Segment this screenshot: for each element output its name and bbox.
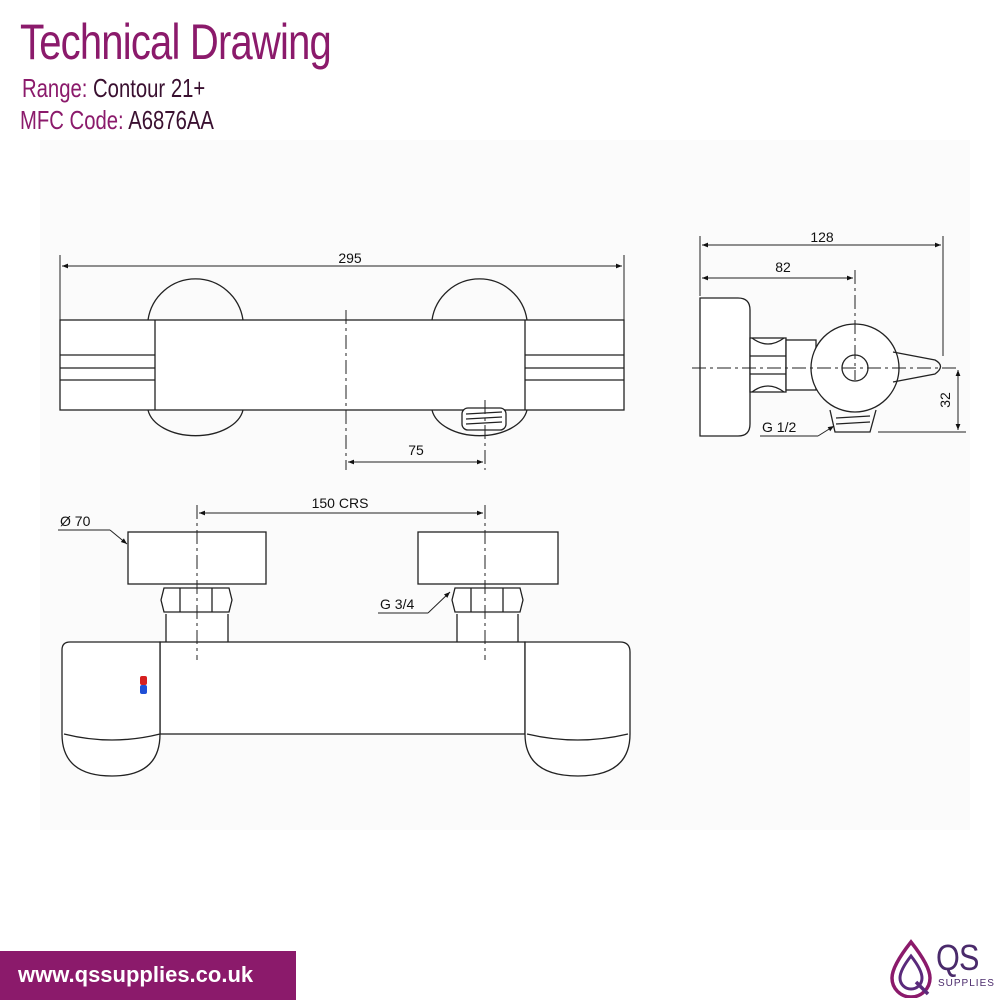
temperature-indicator [140,676,147,694]
logo-text: QS [936,937,979,978]
dim-depth-inner: 82 [775,259,791,275]
dim-overall-length: 295 [338,250,362,266]
label-inlet-thread: G 3/4 [380,596,414,612]
mfc-label: MFC Code: [20,105,124,135]
dim-outlet-offset: 75 [408,442,424,458]
label-eccentric-diameter: Ø 70 [60,513,91,529]
range-line: Range: Contour 21+ [22,74,205,102]
droplet-logo-icon [890,939,932,998]
range-value: Contour 21+ [93,73,206,103]
website-link[interactable]: www.qssupplies.co.uk [18,962,254,987]
dim-centres: 150 CRS [312,495,369,511]
logo-subtext: SUPPLIES [938,978,995,989]
top-view [58,505,631,777]
mfc-line: MFC Code: A6876AA [20,106,214,134]
hot-indicator [140,676,147,685]
page-title: Technical Drawing [20,14,332,70]
qs-supplies-logo: QS SUPPLIES [886,938,998,998]
dim-depth-total: 128 [810,229,834,245]
body-outline [59,319,625,411]
footer-url-bar: www.qssupplies.co.uk [0,951,296,1000]
right-wall-plate-top [431,278,528,321]
dim-height-offset: 32 [937,392,953,408]
outlet-thread [461,407,507,431]
left-wall-plate-top [147,278,244,321]
mfc-value: A6876AA [128,105,214,135]
right-wall-plate-bottom [431,409,528,437]
cold-indicator [140,685,147,694]
side-view [692,236,966,437]
front-view [59,255,625,470]
range-label: Range: [22,73,88,103]
label-side-outlet-thread: G 1/2 [762,419,796,435]
right-nut [451,587,524,613]
left-wall-plate-bottom [147,409,244,437]
